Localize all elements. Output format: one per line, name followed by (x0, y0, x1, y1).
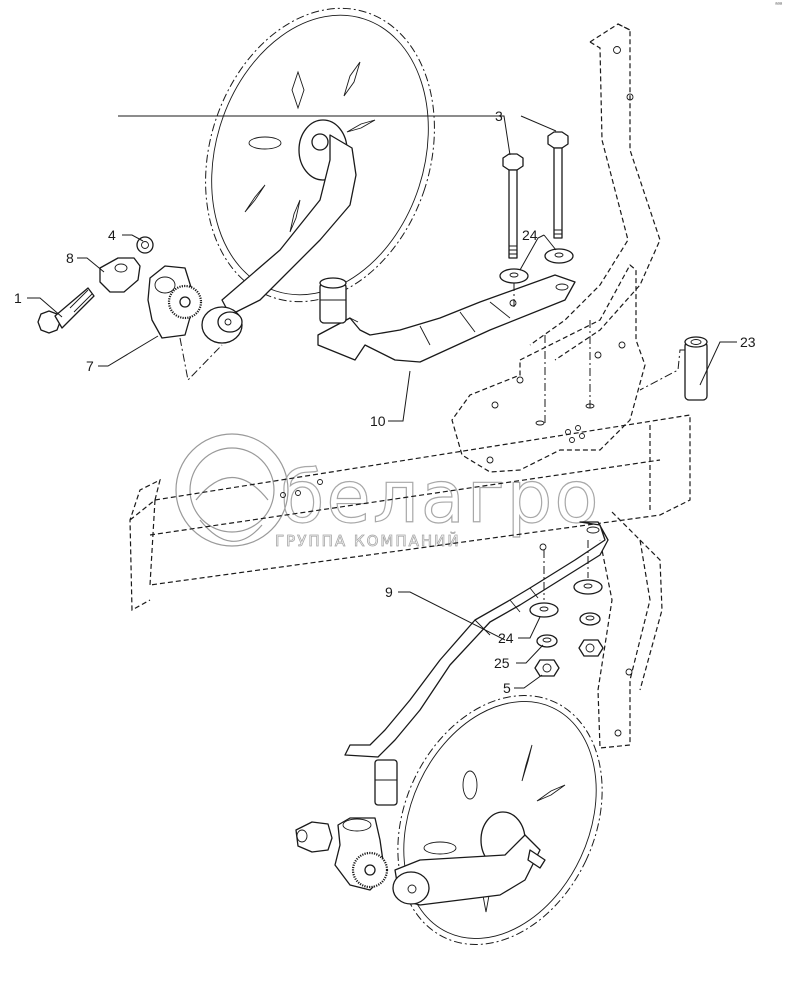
clamp-8 (99, 257, 141, 293)
upper-arm-hub (201, 306, 243, 344)
frame-upright-bottom (597, 511, 663, 749)
lower-arm-9 (344, 521, 609, 806)
bolt-3-left (502, 153, 524, 259)
watermark: белагро ГРУППА КОМПАНИЙ (175, 433, 600, 550)
bracket-7 (147, 265, 203, 339)
frame-main-beam (129, 414, 691, 612)
upper-disc-wheel (205, 7, 435, 316)
watermark-subtitle: ГРУППА КОМПАНИЙ (275, 531, 461, 550)
bolt-3-right (547, 131, 569, 239)
spring-washer-25-right (579, 612, 601, 626)
callout-5: 5 (503, 680, 511, 696)
washer-24-lower-right (573, 579, 603, 595)
washer-24-left (499, 268, 529, 284)
callout-1: 1 (14, 290, 22, 306)
callout-8: 8 (66, 250, 74, 266)
nut-5 (534, 659, 560, 677)
washer-24-right (544, 248, 574, 264)
nut-5-right (578, 639, 604, 657)
callout-24-upper: 24 (522, 227, 538, 243)
upper-arm-10 (317, 274, 576, 363)
spring-washer-25 (536, 634, 558, 648)
nut-4 (136, 236, 154, 254)
callout-leaders (27, 115, 737, 689)
callout-4: 4 (108, 227, 116, 243)
lower-clamp (295, 821, 333, 853)
watermark-brand: белагро (280, 455, 600, 539)
axis-line (179, 337, 223, 382)
callout-3: 3 (495, 108, 503, 124)
lower-disc-wheel (392, 695, 603, 945)
bushing-23 (639, 336, 708, 401)
callout-7: 7 (86, 358, 94, 374)
frame-mount-plate (451, 264, 646, 473)
callout-labels: 1 3 4 5 7 8 9 10 23 24 24 25 (14, 108, 756, 696)
callout-9: 9 (385, 584, 393, 600)
callout-24-lower: 24 (498, 630, 514, 646)
lower-bracket (334, 817, 389, 891)
callout-25: 25 (494, 655, 510, 671)
callout-10: 10 (370, 413, 386, 429)
washer-24-lower (529, 602, 559, 618)
frame-upright-top (529, 23, 661, 361)
corner-mark: ᵃᵃᵃ (775, 2, 782, 8)
bolt-1 (37, 287, 95, 334)
callout-23: 23 (740, 334, 756, 350)
